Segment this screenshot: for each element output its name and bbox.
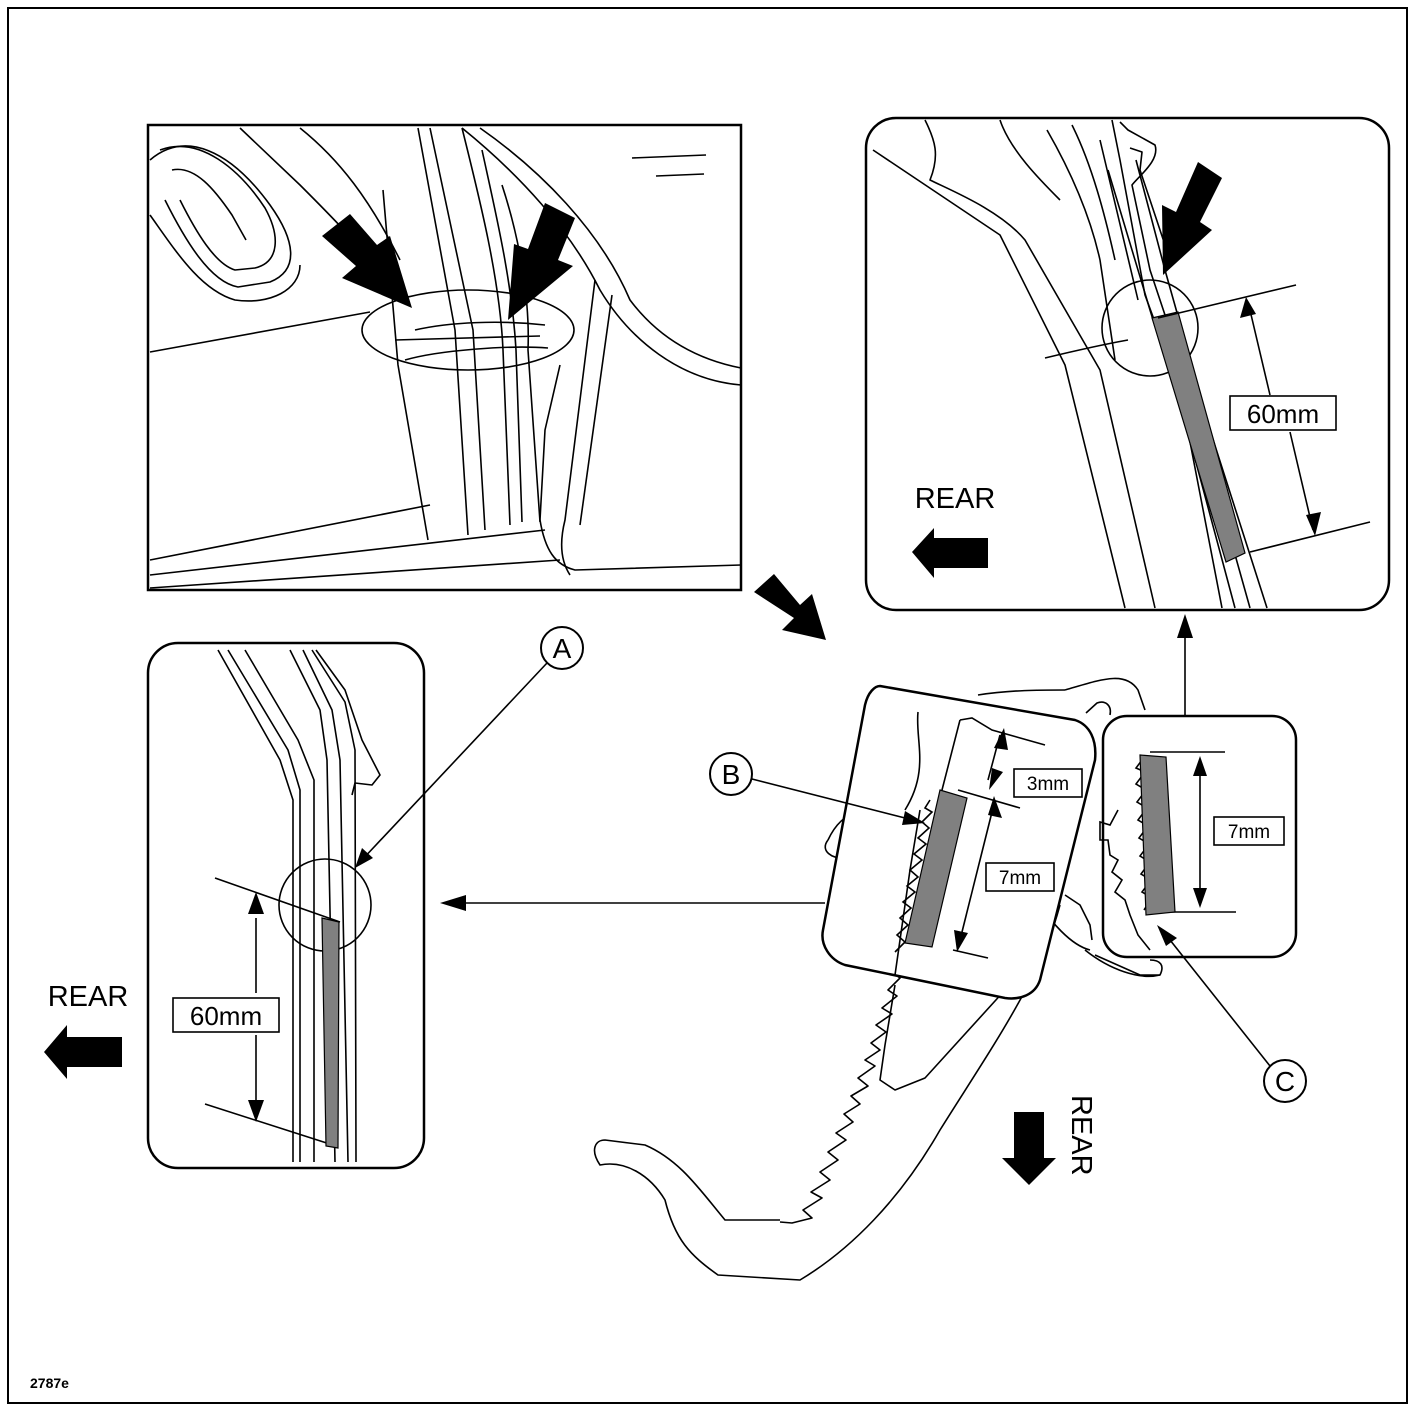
dimension-label-box — [172, 997, 280, 1033]
svg-text:B: B — [722, 759, 741, 790]
callout-c: C — [1157, 925, 1307, 1103]
dimension-label: 7mm — [1228, 822, 1270, 843]
door-overview: 3mm 7mm 7mm — [593, 677, 1298, 1281]
rear-direction-arrow-icon — [44, 1025, 122, 1079]
rear-direction-arrow-icon — [1002, 1112, 1056, 1185]
dimension-label: 60mm — [190, 1001, 262, 1031]
connector-arrows — [440, 614, 1193, 911]
dimension-label: 60mm — [1247, 399, 1319, 429]
top-left-view-panel — [146, 123, 743, 592]
detail-window-c: 7mm — [1099, 714, 1298, 959]
callout-a: A — [355, 626, 584, 868]
dimension-label-box — [985, 862, 1055, 892]
rear-label: REAR — [48, 981, 129, 1013]
rear-label: REAR — [915, 483, 996, 515]
callout-b: B — [709, 752, 925, 825]
svg-text:A: A — [553, 633, 572, 664]
indicator-arrow-icon — [322, 214, 412, 308]
flow-arrow-icon — [754, 574, 826, 640]
dimension-label: 3mm — [1027, 774, 1069, 795]
detail-window-b: 3mm 7mm — [821, 684, 1097, 1000]
dimension-label: 7mm — [999, 868, 1041, 889]
svg-text:C: C — [1275, 1066, 1295, 1097]
dimension-label-box — [1229, 395, 1337, 431]
rear-label: REAR — [1065, 1095, 1097, 1176]
top-right-detail-panel: 60mm REAR — [864, 116, 1391, 612]
dimension-label-box — [1013, 768, 1083, 798]
seal-strip — [1139, 754, 1176, 916]
rear-direction-arrow-icon — [912, 528, 988, 578]
seal-strip — [1151, 311, 1246, 563]
indicator-arrow-icon — [1162, 162, 1222, 275]
seal-strip — [321, 917, 340, 1149]
figure-border — [7, 7, 1408, 1404]
indicator-arrow-icon — [508, 203, 575, 320]
dimension-label-box — [1213, 816, 1285, 846]
left-detail-panel: 60mm — [146, 641, 426, 1170]
seal-strip — [904, 789, 968, 948]
figure-reference: 2787e — [30, 1375, 69, 1391]
